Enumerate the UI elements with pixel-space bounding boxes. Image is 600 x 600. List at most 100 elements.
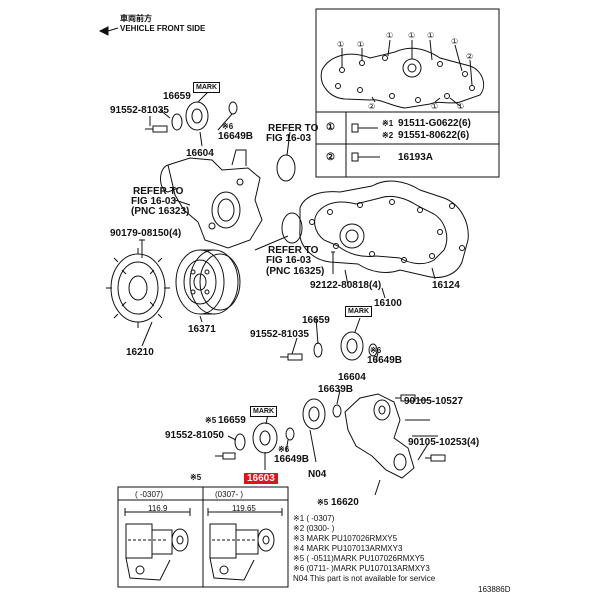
cap-16649B-bot	[285, 427, 295, 441]
label-16124: 16124	[432, 280, 460, 291]
inset-row1-mark1: ※1	[382, 119, 394, 128]
washer-top	[171, 113, 183, 131]
label-n04: N04	[308, 469, 327, 480]
label-fig-2: FIG 16-03	[131, 196, 177, 207]
idler-n04	[302, 398, 326, 430]
footnote-2: ※2 (0300- )	[293, 524, 335, 533]
inset-circle-1d: ①	[408, 31, 416, 40]
stud-90179	[139, 239, 145, 258]
inset-circle-2a: ②	[466, 52, 474, 61]
label-16620: 16620	[331, 497, 359, 508]
label-x6-top: ※6	[222, 122, 234, 131]
figure-id: 163886D	[478, 585, 511, 594]
footnote-1: ※1 ( -0307)	[293, 514, 335, 523]
mark-tag-mid: MARK	[345, 306, 372, 317]
footnote-4: ※4 MARK PU107013ARMXY3	[293, 544, 403, 553]
label-16371: 16371	[188, 324, 216, 335]
water-pump-16100	[314, 195, 448, 265]
inset-dim2: 119.65	[232, 504, 256, 513]
mark-tag-top: MARK	[193, 82, 220, 93]
label-16659-top: 16659	[163, 91, 191, 102]
washer-mid	[313, 342, 323, 358]
vehicle-front-label: VEHICLE FRONT SIDE	[120, 24, 206, 33]
label-pnc-16325: (PNC 16325)	[266, 266, 325, 277]
label-x5-16659: ※5	[205, 416, 217, 425]
label-x5-16620: ※5	[317, 498, 329, 507]
cap-16649B-mid	[368, 343, 378, 357]
pulley-16371	[175, 249, 241, 315]
inset-circle-1c: ①	[386, 31, 394, 40]
inset-bolt-1	[351, 123, 378, 133]
pulley-16659-mid	[340, 331, 364, 361]
label-16100: 16100	[374, 298, 402, 309]
cap-16639B	[332, 404, 342, 418]
vehicle-front-jp-label: 車両前方	[120, 14, 152, 23]
label-16659-bot: 16659	[218, 415, 246, 426]
pump-impeller	[339, 223, 365, 249]
inset-circle-1g: ①	[431, 102, 439, 111]
footnotes: ※1 ( -0307) ※2 (0300- ) ※3 MARK PU107026…	[293, 514, 503, 584]
inset-row1-mark2: ※2	[382, 131, 394, 140]
bolt-92122	[331, 251, 335, 274]
label-16603-highlighted[interactable]: 16603	[244, 473, 278, 484]
fan-clutch-16210	[106, 248, 170, 328]
mark-tag-bot: MARK	[250, 406, 277, 417]
inset-row2-part: 16193A	[398, 152, 434, 163]
inset-row1-circle: ①	[326, 122, 335, 133]
tensioner-16620	[344, 393, 415, 479]
bolt-90105-10253	[425, 454, 446, 462]
pulley-16659-top	[185, 101, 209, 131]
label-91552-mid: 91552-81035	[250, 329, 309, 340]
label-x5-a: ※5	[190, 473, 202, 482]
label-90179: 90179-08150(4)	[110, 228, 182, 239]
bolt-91552-bot	[215, 452, 236, 460]
inset-row1-part2: 91551-80622(6)	[398, 130, 470, 141]
label-refer-to-3: REFER TO	[268, 245, 319, 256]
label-91552-81035-top: 91552-81035	[110, 105, 169, 116]
inset-row1-part1: 91511-G0622(6)	[398, 118, 471, 129]
label-91552-81050: 91552-81050	[165, 430, 224, 441]
inset-gasket	[320, 47, 485, 109]
bolt-90105-10527	[395, 394, 416, 402]
inset-circle-1: ①	[337, 40, 345, 49]
label-16659-mid: 16659	[302, 315, 330, 326]
inset-circle-1b: ①	[357, 40, 365, 49]
tensioner-sketch-right	[209, 523, 275, 581]
footnote-5: ※5 ( -0511)MARK PU107026RMXY5	[293, 554, 425, 563]
label-16210: 16210	[126, 347, 154, 358]
inset-col1-range: ( -0307)	[135, 490, 164, 499]
label-92122: 92122-80818(4)	[310, 280, 382, 291]
label-pnc-16323: (PNC 16323)	[131, 206, 190, 217]
bolt-91552-mid	[280, 353, 303, 361]
footnote-3: ※3 MARK PU107026RMXY5	[293, 534, 398, 543]
label-16649B-bot: 16649B	[274, 454, 310, 465]
label-refer-to-2: REFER TO	[133, 186, 184, 197]
label-fig-1: FIG 16-03	[266, 133, 312, 144]
o-ring-upper	[276, 154, 296, 182]
label-90105-10253: 90105-10253(4)	[408, 437, 480, 448]
inset-col2-range: (0307- )	[215, 490, 244, 499]
o-ring-lower	[281, 212, 303, 244]
tensioner-sketch-left	[125, 523, 189, 581]
housing-16604	[167, 157, 263, 249]
inset-circle-1e: ①	[427, 31, 435, 40]
label-90105-10527: 90105-10527	[404, 396, 463, 407]
inset-top-frame	[315, 8, 500, 178]
footnote-7: N04 This part is not available for servi…	[293, 574, 436, 583]
inset-bolt-2	[351, 152, 380, 162]
gasket-16124	[299, 180, 469, 278]
inset-dim1: 116.9	[148, 504, 168, 513]
cap-16649B-top	[228, 101, 238, 115]
label-16649B-mid: 16649B	[367, 355, 403, 366]
label-refer-to-1: REFER TO	[268, 123, 319, 134]
inset-row2-circle: ②	[326, 152, 335, 163]
washer-bot	[234, 433, 246, 451]
label-x6-bot: ※6	[278, 445, 290, 454]
footnote-6: ※6 (0711- )MARK PU107013ARMXY3	[293, 564, 430, 573]
label-16649B-top: 16649B	[218, 131, 254, 142]
bolt-91552-top	[145, 125, 168, 133]
pulley-16659-bot	[252, 422, 278, 454]
front-arrow-icon	[98, 26, 119, 36]
inset-circle-1f: ①	[451, 37, 459, 46]
